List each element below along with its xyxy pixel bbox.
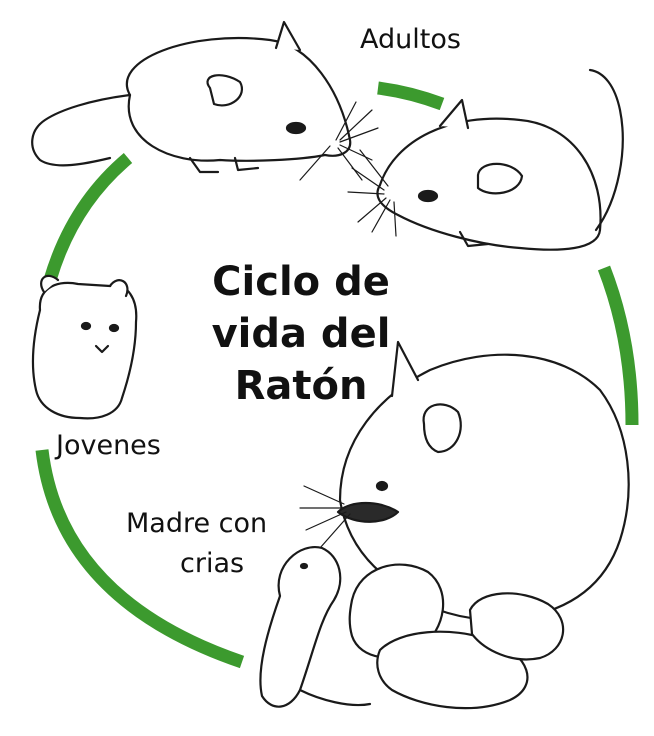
stage-label-mother-line-1: Madre con: [126, 508, 268, 539]
title-line-1: Ciclo de: [212, 259, 390, 305]
baby-mice: [259, 545, 565, 710]
cycle-arc-right: [597, 265, 639, 426]
adult-mouse-right: [347, 68, 624, 251]
cycle-arc-top: [377, 81, 445, 111]
young-mouse: [31, 274, 138, 420]
title-line-3: Ratón: [234, 363, 368, 409]
stage-label-mother-line-2: crias: [180, 548, 245, 579]
diagram-title: Ciclo de vida del Ratón: [196, 256, 406, 412]
mother-mouse: [299, 340, 630, 621]
cycle-arc-left-lower: [35, 449, 245, 669]
stage-label-adults: Adultos: [360, 24, 461, 55]
cycle-arcs: [35, 81, 639, 669]
title-line-2: vida del: [211, 311, 391, 357]
adult-mouse-left: [31, 20, 379, 181]
cycle-arc-left-upper: [43, 153, 133, 282]
stage-label-young: Jovenes: [56, 430, 161, 461]
